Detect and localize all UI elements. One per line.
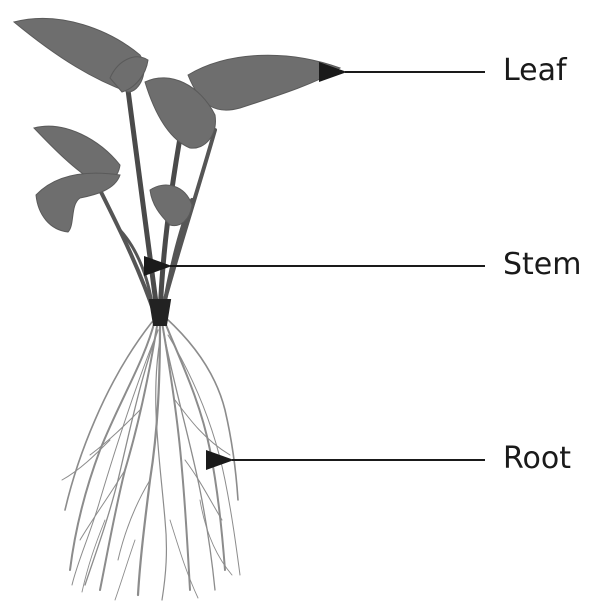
stem-label: Stem bbox=[503, 250, 582, 280]
leaf-label: Leaf bbox=[503, 56, 567, 86]
leaf-cluster bbox=[14, 18, 340, 232]
root-system bbox=[62, 318, 240, 600]
arrow-pointers bbox=[170, 72, 485, 460]
root-label: Root bbox=[503, 444, 571, 474]
plant-illustration bbox=[14, 18, 340, 600]
